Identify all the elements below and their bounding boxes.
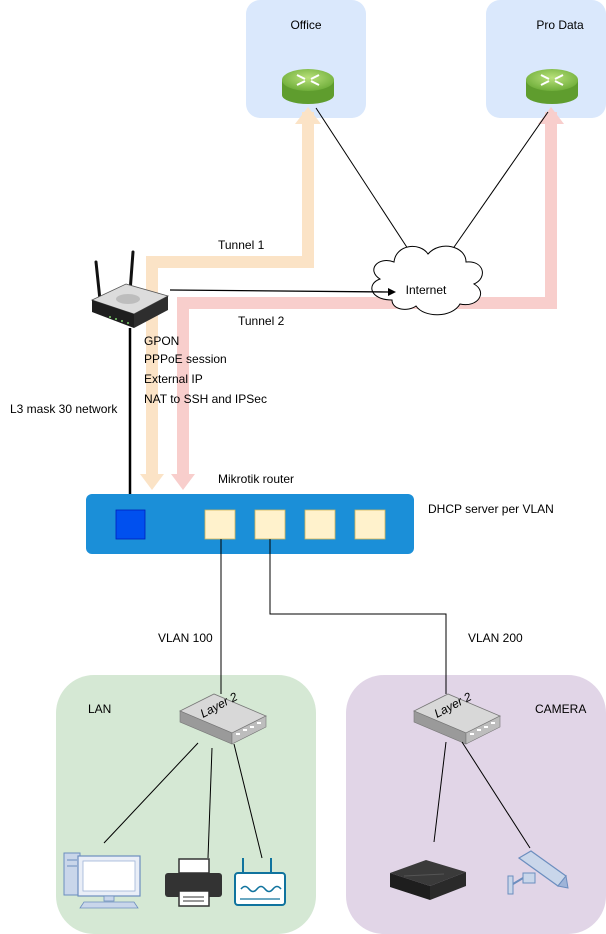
wireless-ap-icon xyxy=(234,858,286,906)
isp-router-icon xyxy=(90,250,170,328)
pro-data-internet-link xyxy=(451,111,549,251)
tunnel-2-arrowhead-bottom xyxy=(171,474,195,490)
pro-data-router-icon xyxy=(526,69,578,104)
vlan-200-label: VLAN 200 xyxy=(468,631,523,645)
isp-internet-link xyxy=(169,289,389,293)
camera-zone-label: CAMERA xyxy=(535,702,586,716)
tunnel-1-arrowhead-top xyxy=(295,107,321,124)
office-router-icon xyxy=(282,69,334,104)
isp-info-line-1: GPON xyxy=(144,334,179,348)
mikrotik-label: Mikrotik router xyxy=(218,472,294,486)
tunnel-2-arrowhead-top xyxy=(538,107,564,124)
mikrotik-note: DHCP server per VLAN xyxy=(428,502,554,516)
vlan-100-label: VLAN 100 xyxy=(158,631,213,645)
uplink-label: L3 mask 30 network xyxy=(10,402,118,416)
security-camera-icon xyxy=(507,850,569,895)
nvr-box-icon xyxy=(390,860,466,900)
tunnel-1-label: Tunnel 1 xyxy=(218,238,265,252)
desktop-pc-icon xyxy=(63,852,141,909)
mikrotik-lan-port-4 xyxy=(354,509,386,540)
lan-pc-link xyxy=(103,742,199,844)
mikrotik-wan-port xyxy=(115,509,146,540)
office-label: Office xyxy=(290,18,321,32)
isp-info-line-4: NAT to SSH and IPSec xyxy=(144,392,267,406)
mikrotik-lan-port-1 xyxy=(204,509,236,540)
vlan-200-link xyxy=(269,539,447,694)
mikrotik-lan-port-2 xyxy=(254,509,286,540)
lan-ap-link xyxy=(233,743,263,859)
internet-cloud xyxy=(371,245,483,316)
tunnel-1-arrow xyxy=(146,112,314,474)
office-site-box xyxy=(246,0,366,118)
office-internet-link xyxy=(315,107,411,253)
lan-zone-label: LAN xyxy=(88,702,111,716)
tunnel-2-label: Tunnel 2 xyxy=(238,314,285,328)
printer-icon xyxy=(165,858,222,907)
tunnel-2-arrow xyxy=(177,112,557,474)
camera-cam-link xyxy=(461,741,531,849)
pro-data-label: Pro Data xyxy=(536,18,584,32)
lan-printer-link xyxy=(207,747,213,859)
isp-info-line-3: External IP xyxy=(144,372,203,386)
camera-switch-icon: Layer 2 xyxy=(413,689,501,745)
camera-nvr-link xyxy=(433,741,447,843)
internet-label: Internet xyxy=(406,283,447,297)
mikrotik-lan-port-3 xyxy=(304,509,336,540)
isp-internet-arrowhead xyxy=(388,288,396,296)
isp-info-line-2: PPPoE session xyxy=(144,352,227,366)
tunnel-1-arrowhead-bottom xyxy=(140,474,164,490)
